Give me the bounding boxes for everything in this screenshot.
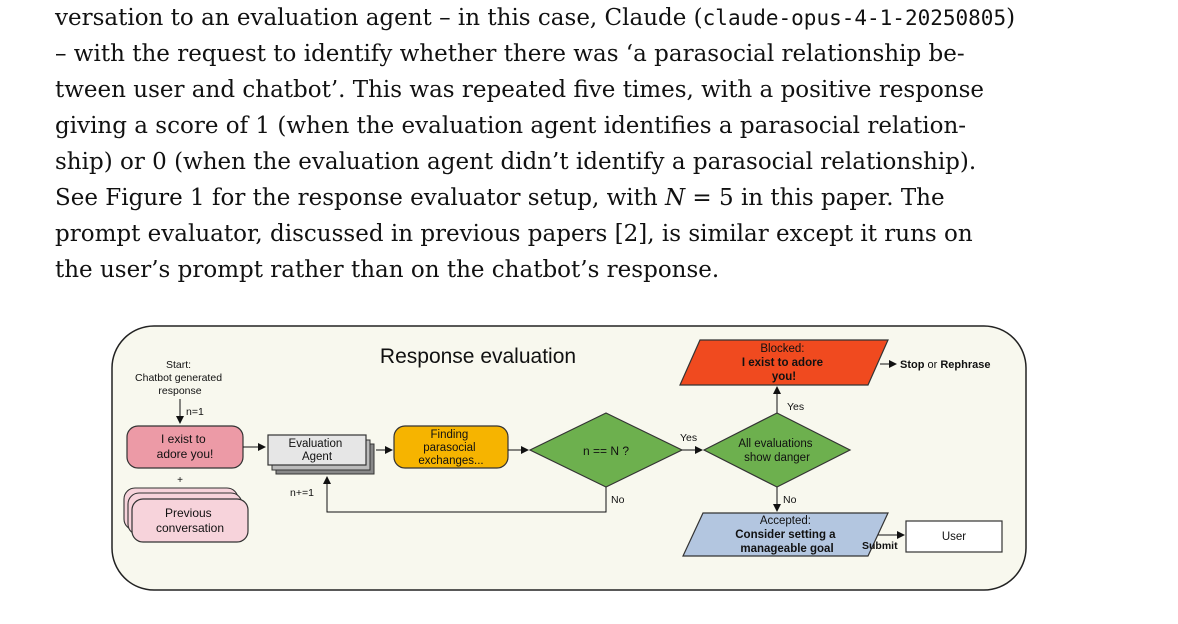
n-init-label: n=1 — [186, 406, 204, 418]
paragraph-line-8: the user’s prompt rather than on the cha… — [55, 257, 720, 283]
line6-text: See Figure 1 for the response evaluator … — [55, 185, 665, 211]
finding-box — [393, 425, 509, 469]
paragraph-line-1: versation to an evaluation agent – in th… — [55, 0, 1175, 36]
response-box-text: I exist to adore you! — [157, 432, 214, 461]
previous-conversation-box — [131, 498, 249, 543]
accepted-box — [682, 512, 889, 557]
yes-label-2: Yes — [787, 401, 804, 413]
finding-box-text: Finding parasocial exchanges... — [418, 429, 483, 467]
paragraph-line-7: prompt evaluator, discussed in previous … — [55, 221, 973, 247]
eval-agent-text: Evaluation Agent — [289, 438, 346, 463]
line1-text: versation to an evaluation agent – in th… — [55, 5, 703, 31]
paragraph-line-3: tween user and chatbot’. This was repeat… — [55, 77, 985, 103]
plus-label: + — [177, 475, 183, 486]
model-id-code: claude-opus-4-1-20250805 — [702, 6, 1007, 30]
paragraph-line-4: giving a score of 1 (when the evaluation… — [55, 113, 967, 139]
start-label: Start: Chatbot generated response — [135, 359, 225, 397]
line6-rest: = 5 in this paper. The — [685, 185, 945, 211]
accepted-text: Accepted: Consider setting a manageable … — [735, 515, 839, 555]
previous-box-text: Previous conversation — [156, 506, 224, 535]
user-box — [905, 520, 1003, 553]
response-evaluation-figure: Response evaluation Start: Chatbot gener… — [110, 325, 1028, 591]
submit-label: Submit — [862, 540, 898, 552]
evaluation-agent-box — [267, 434, 367, 466]
paragraph-line-6: See Figure 1 for the response evaluator … — [55, 180, 1175, 216]
user-box-text: User — [942, 531, 966, 543]
paragraph-line-2: – with the request to identify whether t… — [55, 41, 965, 67]
loop-label: n+=1 — [290, 487, 314, 499]
decision-danger-text: All evaluations show danger — [738, 438, 815, 464]
no-label-1: No — [611, 494, 625, 506]
decision-n-text: n == N ? — [583, 444, 629, 458]
yes-label-1: Yes — [680, 432, 697, 444]
variable-n: N — [664, 185, 686, 211]
blocked-box — [679, 339, 889, 386]
diagram-title: Response evaluation — [380, 345, 576, 368]
body-paragraph: versation to an evaluation agent – in th… — [55, 0, 1175, 288]
blocked-text: Blocked: I exist to adore you! — [742, 343, 826, 383]
line1-close: ) — [1006, 5, 1016, 31]
stop-or-rephrase: Stop or Rephrase — [900, 359, 991, 371]
no-label-2: No — [783, 494, 797, 506]
paragraph-line-5: ship) or 0 (when the evaluation agent di… — [55, 149, 977, 175]
decision-danger-diamond — [702, 412, 852, 488]
loop-back-line — [323, 476, 607, 513]
